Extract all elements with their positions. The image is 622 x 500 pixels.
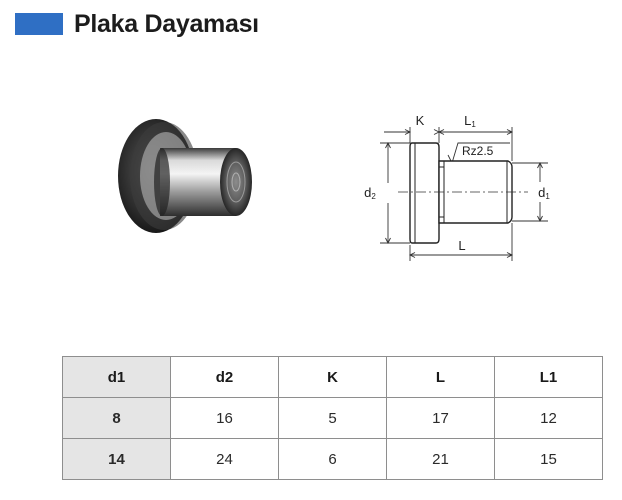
table-header-row: d1 d2 K L L1 xyxy=(62,356,603,398)
header-d2: d2 xyxy=(170,356,279,398)
header-k: K xyxy=(278,356,387,398)
title-accent-bar xyxy=(15,13,63,35)
header-l: L xyxy=(386,356,495,398)
cell-l: 17 xyxy=(386,397,495,439)
label-l: L xyxy=(458,238,465,253)
cell-k: 6 xyxy=(278,438,387,480)
cell-k: 5 xyxy=(278,397,387,439)
table-row: 8 16 5 17 12 xyxy=(62,397,603,439)
page-title: Plaka Dayaması xyxy=(74,10,259,38)
label-k: K xyxy=(416,113,425,128)
cell-l1: 12 xyxy=(494,397,603,439)
cell-d1: 14 xyxy=(62,438,171,480)
header-l1: L1 xyxy=(494,356,603,398)
technical-drawing: K L1 Rz2.5 d2 d1 L xyxy=(364,113,550,261)
label-l1: L1 xyxy=(464,113,476,129)
cell-d2: 16 xyxy=(170,397,279,439)
table-row: 14 24 6 21 15 xyxy=(62,438,603,480)
cell-d1: 8 xyxy=(62,397,171,439)
header-d1: d1 xyxy=(62,356,171,398)
cell-d2: 24 xyxy=(170,438,279,480)
cell-l1: 15 xyxy=(494,438,603,480)
specs-table: d1 d2 K L L1 8 16 5 17 12 14 24 6 21 15 xyxy=(62,356,603,480)
label-roughness: Rz2.5 xyxy=(462,144,494,158)
label-d2: d2 xyxy=(364,185,376,201)
flanged-pin-photo-icon xyxy=(118,119,252,233)
label-d1: d1 xyxy=(538,185,550,201)
cell-l: 21 xyxy=(386,438,495,480)
